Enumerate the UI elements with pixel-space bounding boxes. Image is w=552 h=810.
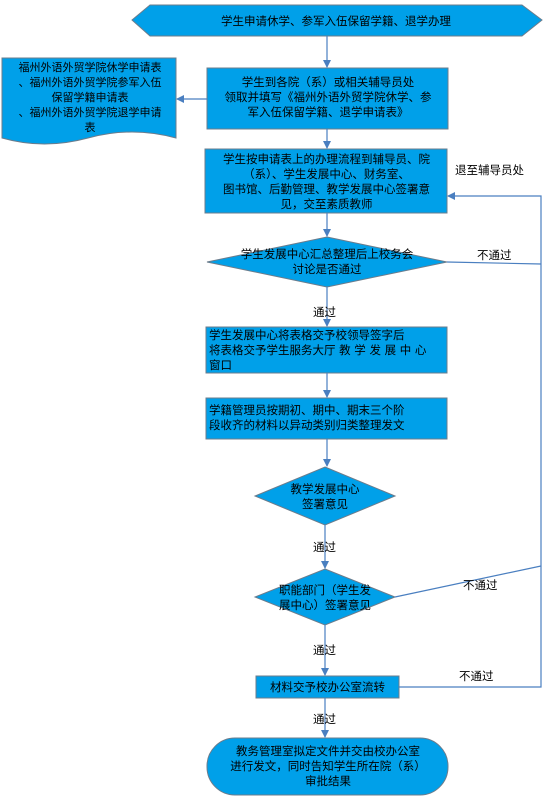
- step1-text: 学生到各院（系）或相关辅导员处 领取并填写《福州外语外贸学院休学、参 军入伍保留…: [209, 75, 447, 120]
- step2-line: 见，交至素质教师: [280, 197, 373, 211]
- end-shape: [206, 737, 449, 796]
- decision1-line: 讨论是否通过: [292, 262, 362, 276]
- step2-shape: [204, 148, 448, 214]
- step1-line: 领取并填写《福州外语外贸学院休学、参: [224, 90, 432, 104]
- step2-text: 学生按申请表上的办理流程到辅导员、院 （系）、学生发展中心、财务室、 图书馆、后…: [207, 152, 446, 212]
- document-shape: [1, 57, 177, 145]
- title-label: 学生申请休学、参军入伍保留学籍、退学办理: [221, 13, 451, 28]
- decision2-line: 教学发展中心: [290, 482, 360, 496]
- decision1-line: 学生发展中心汇总整理后上校务会: [240, 247, 414, 261]
- pass-label-3: 通过: [313, 643, 336, 657]
- step3-text: 学生发展中心将表格交予校领导签字后 将表格交予学生服务大厅 教 学 发 展 中 …: [209, 328, 447, 373]
- end-line: 教务管理室拟定文件并交由校办公室: [236, 744, 420, 758]
- end-line: 审批结果: [305, 774, 351, 788]
- step4-shape: [205, 397, 448, 440]
- title-text: 学生申请休学、参军入伍保留学籍、退学办理: [150, 12, 522, 30]
- decision3-text: 职能部门（学生发 展中心）签署意见: [262, 583, 388, 613]
- step1-shape: [206, 67, 449, 130]
- decision2-text: 教学发展中心 签署意见: [265, 482, 385, 512]
- document-text: 福州外语外贸学院休学申请表 、福州外语外贸学院参军入伍 保留学籍申请表 、福州外…: [4, 60, 176, 135]
- step2-line: （系）、学生发展中心、财务室、: [243, 167, 410, 181]
- doc-line: 、福州外语外贸学院退学申请: [18, 106, 162, 119]
- doc-line: 保留学籍申请表: [51, 91, 129, 104]
- step3-shape: [205, 326, 448, 374]
- decision3-line: 展中心）签署意见: [279, 598, 371, 612]
- title-shape: [131, 4, 543, 37]
- step4-text: 学籍管理员按期初、期中、期末三个阶 段收齐的材料以异动类别归类整理发文: [209, 403, 447, 433]
- fail-label-2: 不通过: [463, 578, 498, 592]
- fail-line-1: [446, 261, 542, 265]
- decision3-line: 职能部门（学生发: [279, 583, 371, 597]
- step3-line: 窗口: [209, 358, 232, 372]
- fail-label-3: 不通过: [459, 669, 494, 683]
- back-label: 退至辅导员处: [455, 163, 524, 177]
- step3-line: 学生发展中心将表格交予校领导签字后: [209, 328, 405, 342]
- step2-line: 学生按申请表上的办理流程到辅导员、院: [223, 152, 430, 166]
- fail-label-1: 不通过: [477, 248, 512, 262]
- pass-label-4: 通过: [313, 712, 336, 726]
- step5-text: 材料交予校办公室流转: [256, 678, 399, 696]
- pass-label-2: 通过: [313, 540, 336, 554]
- step1-line: 学生到各院（系）或相关辅导员处: [241, 75, 415, 89]
- end-text: 教务管理室拟定文件并交由校办公室 进行发文，同时告知学生所在院（系） 审批结果: [212, 744, 444, 789]
- return-line: [399, 192, 542, 688]
- decision2-line: 签署意见: [302, 497, 348, 511]
- end-line: 进行发文，同时告知学生所在院（系）: [230, 759, 426, 773]
- decision1-text: 学生发展中心汇总整理后上校务会 讨论是否通过: [222, 247, 432, 277]
- step3-line: 将表格交予学生服务大厅 教 学 发 展 中 心: [209, 343, 427, 357]
- doc-line: 福州外语外贸学院休学申请表: [18, 61, 162, 74]
- pass-label-1: 通过: [313, 305, 336, 319]
- doc-line: 表: [84, 121, 96, 134]
- step4-line: 段收齐的材料以异动类别归类整理发文: [209, 418, 405, 432]
- step2-line: 图书馆、后勤管理、教学发展中心签署意: [223, 182, 430, 196]
- step1-line: 军入伍保留学籍、退学申请表》: [247, 105, 409, 119]
- step5-label: 材料交予校办公室流转: [270, 679, 385, 694]
- fail-line-2: [394, 565, 542, 598]
- step4-line: 学籍管理员按期初、期中、期末三个阶: [209, 403, 405, 417]
- doc-line: 、福州外语外贸学院参军入伍: [18, 76, 162, 89]
